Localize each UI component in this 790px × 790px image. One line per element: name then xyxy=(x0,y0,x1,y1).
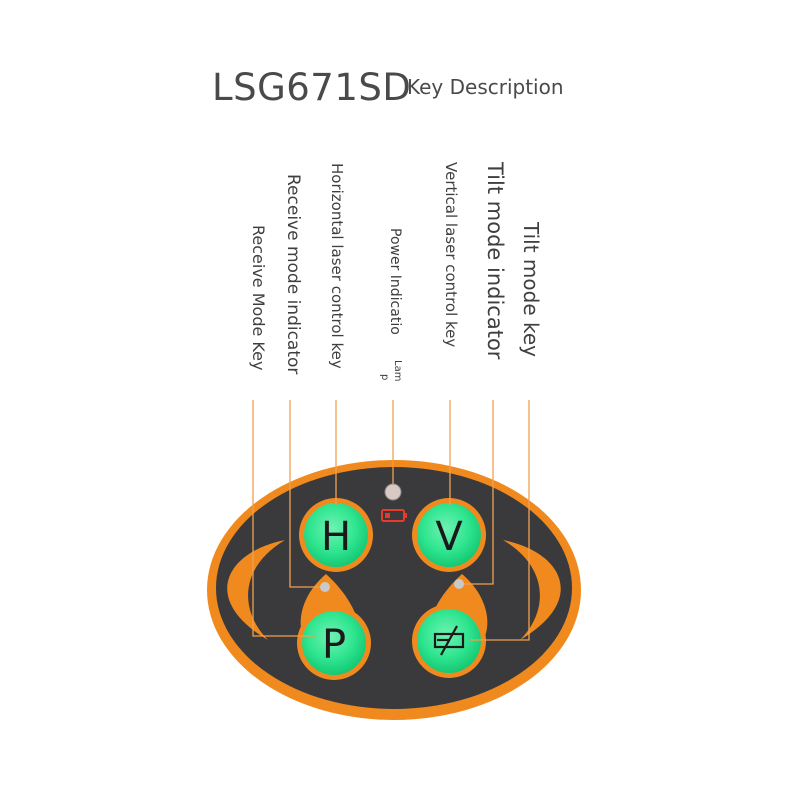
right-crescent-decoration xyxy=(503,540,561,640)
receive-mode-indicator-led xyxy=(320,582,330,592)
page-title: LSG671SD xyxy=(212,66,412,109)
leader-receive-mode-indicator xyxy=(289,400,320,588)
page-subtitle: Key Description xyxy=(407,75,564,99)
v-button[interactable]: V xyxy=(412,498,486,572)
v-button-label: V xyxy=(435,514,463,560)
panel-face xyxy=(216,467,572,709)
power-indicator-led xyxy=(384,483,402,501)
leader-tilt-mode-indicator xyxy=(464,400,494,585)
tilt-off-icon xyxy=(433,625,465,656)
p-button[interactable]: P xyxy=(297,606,371,680)
left-crescent-decoration xyxy=(227,540,285,640)
leader-tilt-mode-key xyxy=(470,400,530,641)
tilt-mode-indicator-led xyxy=(454,579,464,589)
h-button[interactable]: H xyxy=(299,498,373,572)
leader-lines xyxy=(252,400,530,641)
battery-low-icon xyxy=(381,509,407,522)
leader-receive-mode-key xyxy=(252,400,315,637)
p-button-label: P xyxy=(322,622,346,668)
tilt-button[interactable] xyxy=(412,604,486,678)
h-button-label: H xyxy=(321,514,351,560)
